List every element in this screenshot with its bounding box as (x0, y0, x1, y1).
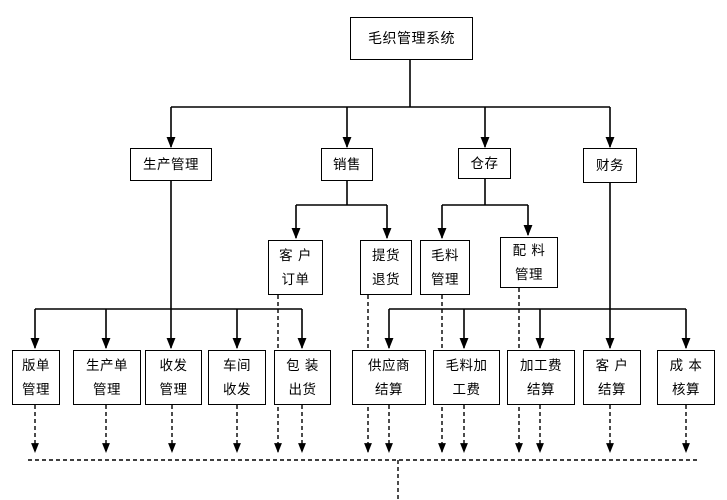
storage-module-node: 仓存 (458, 148, 511, 179)
customer-order-label: 客 户 订单 (279, 247, 312, 288)
plate-order-node: 版单 管理 (12, 350, 60, 405)
material-management-label: 配 料 管理 (512, 242, 546, 283)
plate-order-label: 版单 管理 (22, 357, 50, 398)
processing-fee-settlement-label: 加工费 结算 (520, 357, 562, 398)
production-module-node: 生产管理 (130, 148, 212, 181)
customer-settlement-node: 客 户 结算 (583, 350, 641, 405)
production-order-node: 生产单 管理 (73, 350, 141, 405)
packing-label: 包 装 出货 (286, 357, 319, 398)
system-root-label: 毛织管理系统 (368, 30, 455, 47)
workshop-node: 车间 收发 (208, 350, 266, 405)
system-root-node: 毛织管理系统 (350, 17, 473, 60)
wool-management-node: 毛料 管理 (420, 240, 470, 295)
storage-module-label: 仓存 (470, 155, 499, 172)
finance-module-label: 财务 (596, 157, 624, 174)
production-module-label: 生产管理 (143, 156, 199, 173)
cost-accounting-label: 成 本 核算 (669, 357, 703, 398)
finance-module-node: 财务 (583, 148, 637, 183)
workshop-label: 车间 收发 (223, 357, 251, 398)
production-order-label: 生产单 管理 (86, 357, 128, 398)
processing-fee-settlement-node: 加工费 结算 (507, 350, 575, 405)
wool-processing-fee-label: 毛料加 工费 (445, 357, 488, 398)
receive-send-label: 收发 管理 (159, 357, 188, 398)
receive-send-node: 收发 管理 (145, 350, 202, 405)
customer-order-node: 客 户 订单 (268, 240, 323, 295)
sales-module-node: 销售 (321, 148, 373, 181)
wool-processing-fee-node: 毛料加 工费 (433, 350, 500, 405)
sales-module-label: 销售 (333, 156, 361, 173)
material-management-node: 配 料 管理 (500, 237, 558, 288)
supplier-settlement-node: 供应商 结算 (352, 350, 426, 405)
cost-accounting-node: 成 本 核算 (657, 350, 715, 405)
delivery-return-node: 提货 退货 (360, 240, 412, 295)
supplier-settlement-label: 供应商 结算 (368, 357, 410, 398)
packing-node: 包 装 出货 (274, 350, 331, 405)
delivery-return-label: 提货 退货 (372, 247, 400, 288)
wool-management-label: 毛料 管理 (431, 247, 459, 288)
customer-settlement-label: 客 户 结算 (595, 357, 629, 398)
